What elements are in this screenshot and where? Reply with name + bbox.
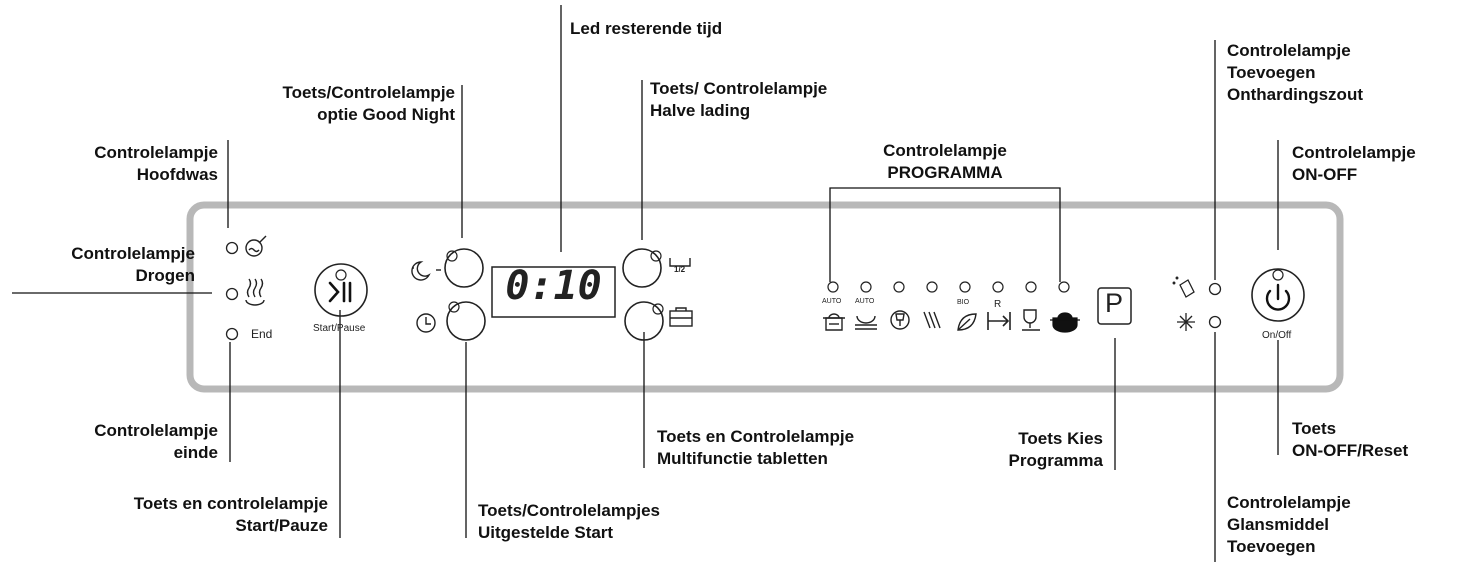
tablet-icon <box>669 307 693 327</box>
glass-circle-icon <box>890 310 910 330</box>
half-load-symbol: 1/2 <box>674 265 686 274</box>
good-night-icon <box>411 261 441 281</box>
bio-label: BIO <box>957 299 970 306</box>
multi-tabs-lamp <box>652 303 664 315</box>
half-load-button[interactable] <box>622 248 662 288</box>
r-label: R <box>994 299 1002 310</box>
end-label: End <box>251 327 273 341</box>
on-off-button[interactable] <box>1251 268 1305 322</box>
main-wash-lamp <box>225 241 239 255</box>
start-pause-button[interactable] <box>314 263 368 317</box>
program-select-button[interactable] <box>1097 287 1132 325</box>
time-display <box>491 266 616 318</box>
rinse-aid-icon <box>1177 313 1195 331</box>
drying-lamp <box>225 287 239 301</box>
start-pause-label: Start/Pause <box>313 323 366 334</box>
salt-icon <box>1172 276 1195 298</box>
on-off-label: On/Off <box>1262 330 1292 341</box>
delayed-start-lamp <box>448 301 460 313</box>
good-night-button[interactable] <box>444 248 484 288</box>
multi-tabs-button[interactable] <box>624 301 664 341</box>
power-icon <box>1265 283 1291 311</box>
panel-outline <box>186 201 1344 393</box>
rinse-aid-lamp <box>1208 315 1222 329</box>
rinse-icon <box>987 312 1011 330</box>
play-pause-icon <box>328 281 352 303</box>
half-load-icon <box>669 258 691 267</box>
on-off-lamp <box>1272 269 1284 281</box>
half-load-lamp <box>650 250 662 262</box>
good-night-lamp <box>446 250 458 262</box>
start-pause-lamp <box>335 269 347 281</box>
time-display-value: 0:10 <box>505 263 602 309</box>
auto-label-1: AUTO <box>822 298 842 305</box>
delayed-start-button[interactable] <box>446 301 486 341</box>
main-wash-icon <box>245 235 267 257</box>
intensive-pot-icon <box>1050 312 1080 333</box>
fast-glass-icon <box>923 311 941 329</box>
auto-label-2: AUTO <box>855 298 875 305</box>
drying-icon <box>245 278 265 306</box>
salt-lamp <box>1208 282 1222 296</box>
leader-lines <box>12 5 1279 562</box>
end-lamp <box>225 327 239 341</box>
program-select-label: P <box>1105 288 1124 318</box>
auto-plate-icon <box>855 315 877 330</box>
program-lamps <box>827 281 1070 293</box>
timer-icon <box>416 313 436 333</box>
bio-leaf-icon <box>957 313 977 331</box>
label-led-remaining: Led resterende tijd <box>570 19 723 38</box>
auto-pot-icon <box>823 313 845 331</box>
wine-glass-icon <box>1022 309 1040 331</box>
